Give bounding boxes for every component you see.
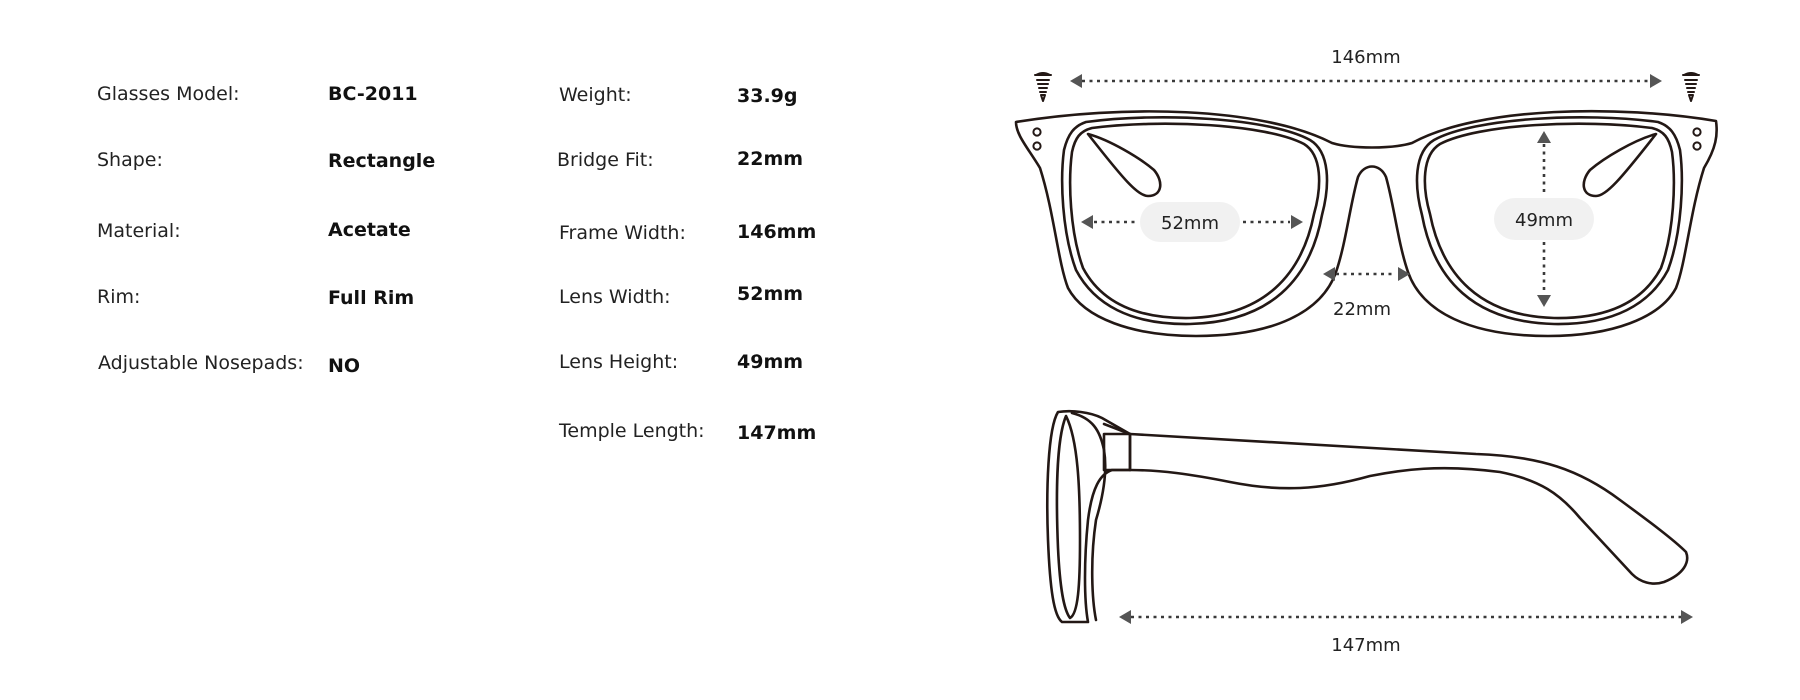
lens-width-dimension: 52mm [1081, 202, 1303, 242]
spec-value-shape: Rectangle [328, 150, 436, 172]
spec-label-material: Material: [97, 220, 181, 242]
spec-label-rim: Rim: [97, 286, 141, 308]
glasses-side-view: 147mm [1046, 409, 1693, 656]
frame-outline [1014, 109, 1718, 338]
right-nosepad [1582, 132, 1658, 198]
spec-value-glasses-model: BC-2011 [328, 83, 418, 105]
temple-arm [1128, 432, 1689, 585]
spec-label-glasses-model: Glasses Model: [97, 83, 240, 105]
lens-height-dimension: 49mm [1494, 131, 1594, 307]
spec-value-bridge-fit: 22mm [737, 148, 804, 170]
spec-label-lens-width: Lens Width: [559, 286, 671, 308]
spec-value-lens-height: 49mm [737, 351, 804, 373]
lens-height-label: 49mm [1515, 210, 1573, 231]
rivet-icon [1032, 127, 1042, 137]
right-lens [1423, 122, 1676, 320]
spec-label-frame-width: Frame Width: [559, 222, 686, 244]
right-lens-rim [1415, 116, 1684, 326]
glasses-front-view: 146mm 52mm [1014, 47, 1718, 338]
spec-value-adjustable-nosepads: NO [328, 355, 361, 377]
spec-value-rim: Full Rim [328, 287, 415, 309]
rivet-icon [1032, 141, 1042, 151]
side-front-rim-edge [1070, 411, 1107, 622]
spec-value-material: Acetate [328, 219, 411, 241]
bridge-label: 22mm [1333, 299, 1391, 320]
spec-value-frame-width: 146mm [737, 221, 817, 243]
spec-value-weight: 33.9g [737, 85, 798, 107]
rivet-icon [1692, 127, 1702, 137]
frame-width-label: 146mm [1331, 47, 1400, 68]
hinge-line [1102, 422, 1132, 436]
side-front-rim [1046, 409, 1132, 624]
spec-label-shape: Shape: [97, 149, 163, 171]
spec-label-weight: Weight: [559, 84, 632, 106]
temple-length-dimension: 147mm [1119, 610, 1693, 656]
hinge-block [1102, 432, 1132, 472]
spec-value-lens-width: 52mm [737, 283, 804, 305]
rivet-icon [1692, 141, 1702, 151]
side-front-rim-inner [1055, 414, 1082, 620]
left-nosepad [1086, 132, 1162, 198]
left-lens [1068, 122, 1321, 320]
screw-icon [1034, 72, 1052, 102]
spec-label-adjustable-nosepads: Adjustable Nosepads: [98, 352, 304, 374]
lens-width-label: 52mm [1161, 213, 1219, 234]
left-lens-rim [1060, 116, 1329, 326]
spec-label-temple-length: Temple Length: [559, 420, 705, 442]
spec-label-bridge-fit: Bridge Fit: [557, 149, 654, 171]
temple-length-label: 147mm [1331, 635, 1400, 656]
spec-label-lens-height: Lens Height: [559, 351, 679, 373]
spec-value-temple-length: 147mm [737, 422, 817, 444]
screw-icon [1682, 72, 1700, 102]
frame-width-dimension: 146mm [1070, 47, 1662, 88]
bridge-dimension: 22mm [1323, 267, 1410, 320]
